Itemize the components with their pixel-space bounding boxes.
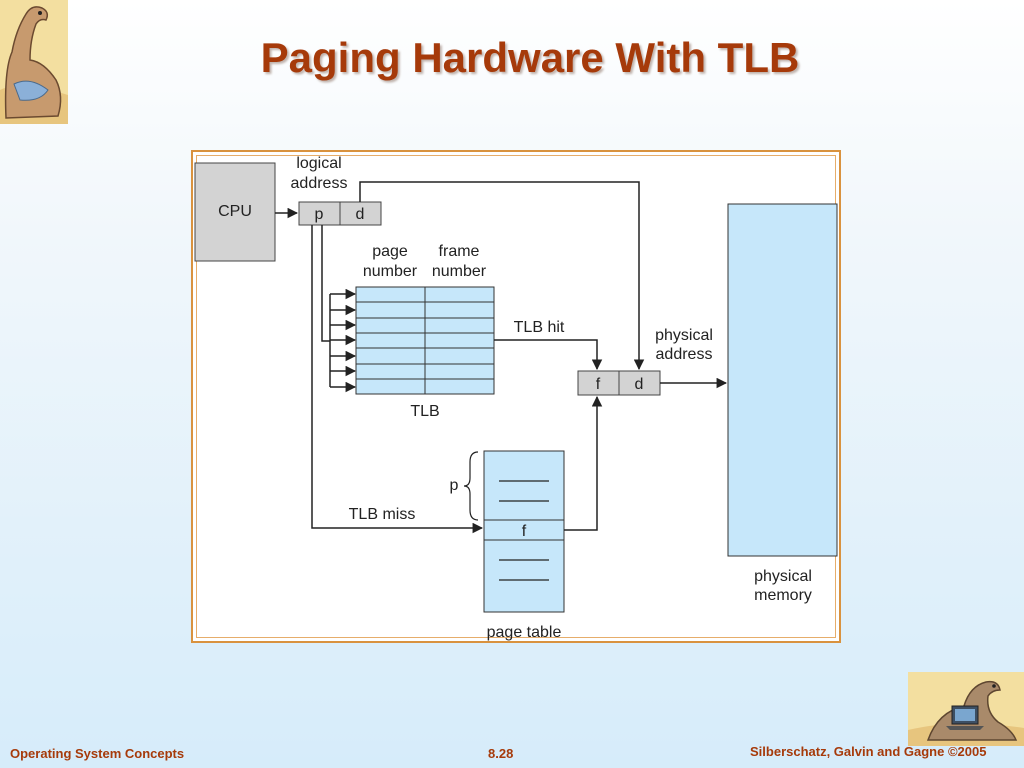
- page-table-p-brace: [463, 451, 479, 521]
- tlb-hit-label: TLB hit: [514, 319, 565, 336]
- slide-title: Paging Hardware With TLB: [260, 34, 800, 81]
- physical-memory-label-1: physical: [754, 568, 812, 585]
- logical-d-label: d: [356, 206, 365, 223]
- tlb-miss-label: TLB miss: [349, 506, 416, 523]
- cpu-box: [194, 162, 276, 262]
- dinosaur-icon: [0, 0, 68, 124]
- frame-number-label-2: number: [432, 263, 487, 280]
- tlb-label: TLB: [410, 403, 439, 420]
- page-table-f-label: f: [522, 523, 527, 540]
- physical-f-label: f: [596, 376, 601, 393]
- page-number-label-1: page: [372, 243, 408, 260]
- page-table-p-label: p: [450, 477, 459, 494]
- physical-d-label: d: [635, 376, 644, 393]
- physical-memory-label-2: memory: [754, 587, 812, 604]
- frame-number-label-1: frame: [439, 243, 480, 260]
- physical-d-box: [618, 370, 661, 396]
- physical-f-box: [577, 370, 620, 396]
- cpu-label: CPU: [218, 203, 252, 220]
- page-table: [483, 450, 565, 613]
- page-table-label: page table: [487, 624, 562, 641]
- physical-address-label-2: address: [656, 346, 713, 363]
- tlb-search-arrows: [321, 225, 357, 393]
- dinosaur-laptop-icon: [908, 672, 1024, 746]
- page-number-label-2: number: [363, 263, 418, 280]
- tlb-table: [355, 286, 495, 395]
- footer-slide-number: 8.28: [488, 746, 514, 761]
- footer-authors: Silberschatz, Galvin and Gagne ©2005: [750, 744, 987, 759]
- physical-address-label-1: physical: [655, 327, 713, 344]
- logical-p-label: p: [315, 206, 324, 223]
- logical-address-label-2: address: [291, 175, 348, 192]
- physical-memory-box: [727, 203, 838, 557]
- footer-course-name: Operating System Concepts: [10, 746, 185, 761]
- logical-address-label-1: logical: [296, 155, 341, 172]
